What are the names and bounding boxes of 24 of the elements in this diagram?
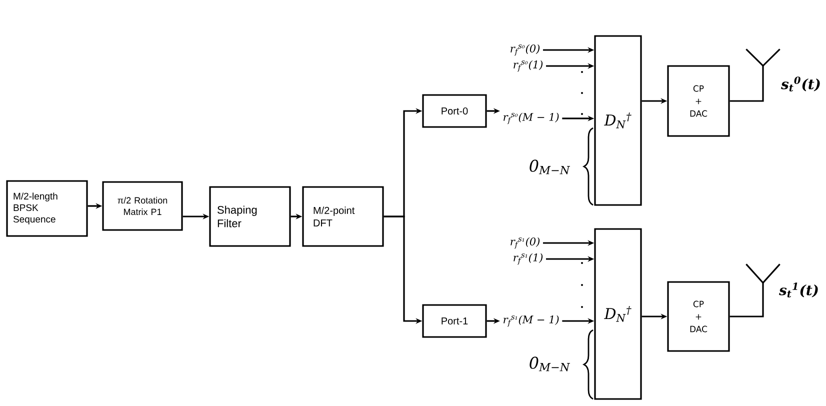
- zero-padding-label: 0$_{M−N}$: [530, 356, 570, 372]
- signal-label: r$_{f}$$^{s₁}$(1): [514, 253, 543, 265]
- matrix-box: D$_{N}$†: [594, 35, 642, 206]
- signal-label: r$_{f}$$^{s₀}$(M − 1): [504, 112, 559, 124]
- process-box: M/2-point DFT: [302, 186, 384, 247]
- process-box: M/2-length BPSK Sequence: [6, 180, 88, 237]
- process-box: π/2 Rotation Matrix P1: [102, 181, 183, 231]
- signal-label: r$_{f}$$^{s₀}$(1): [514, 60, 543, 72]
- port-box: Port-1: [422, 304, 487, 338]
- antenna: [746, 264, 780, 284]
- process-box: Shaping Filter: [209, 186, 291, 247]
- connector-line: [730, 282, 764, 318]
- port-box: Port-0: [422, 94, 487, 128]
- connector-line: [730, 66, 764, 102]
- signal-label: r$_{f}$$^{s₀}$(0): [510, 44, 540, 56]
- process-box: CP + DAC: [667, 281, 730, 352]
- signal-label: r$_{f}$$^{s₁}$(0): [510, 237, 540, 249]
- signal-label: r$_{f}$$^{s₁}$(M − 1): [504, 315, 559, 327]
- signal-label: s$_{t}$$^{1}$(t): [779, 282, 818, 298]
- process-box: CP + DAC: [667, 65, 730, 137]
- zero-padding-label: 0$_{M−N}$: [530, 160, 570, 174]
- antenna: [746, 48, 780, 67]
- matrix-box: D$_{N}$†: [594, 228, 642, 400]
- signal-label: s$_{t}$$^{0}$(t): [781, 76, 820, 92]
